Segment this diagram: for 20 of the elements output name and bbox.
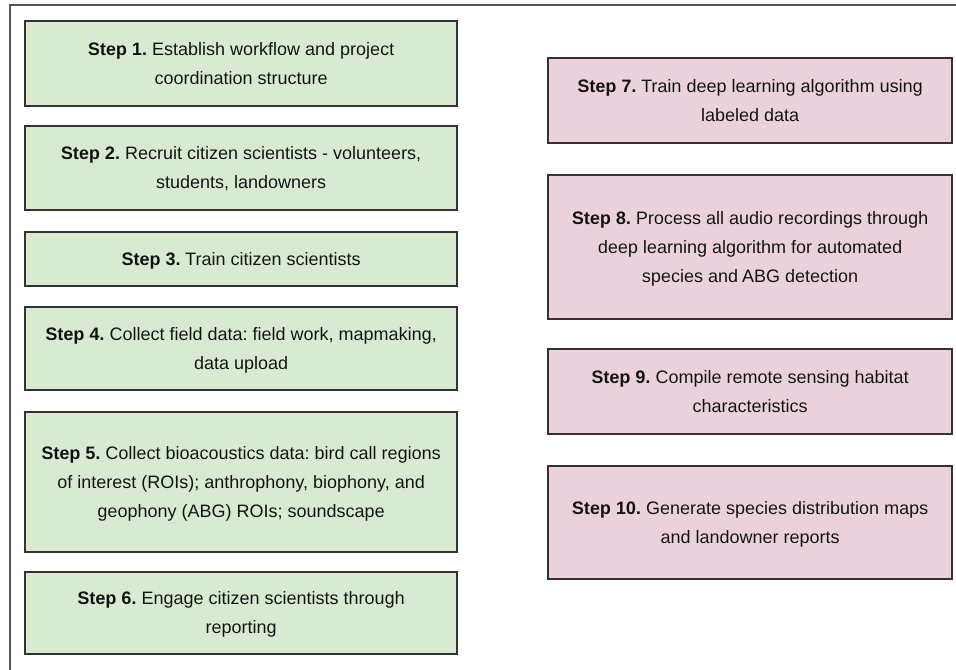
step-text: Step 1. Establish workflow and project coordination structure	[86, 38, 396, 90]
step-text: Step 5. Collect bioacoustics data: bird call regions of interest (ROIs); anthrophony, biophony, and geophony (ABG) ROIs; soundscape	[40, 442, 442, 523]
step-box	[547, 465, 953, 580]
step-text: Step 9. Compile remote sensing habitat characteristics	[590, 366, 910, 418]
step-box	[24, 306, 458, 391]
step-box	[24, 571, 458, 655]
step-box	[547, 57, 953, 144]
step-box	[24, 125, 458, 211]
step-text: Step 7. Train deep learning algorithm using labeled data	[576, 74, 924, 126]
step-text: Step 10. Generate species distribution maps and landowner reports	[570, 496, 930, 549]
step-text: Step 2. Recruit citizen scientists - volunteers, students, landowners	[60, 142, 422, 194]
step-text: Step 3. Train citizen scientists	[121, 248, 361, 271]
step-box	[547, 348, 953, 435]
step-text: Step 4. Collect field data: field work, mapmaking, data upload	[44, 322, 438, 375]
step-box	[547, 174, 953, 320]
step-box	[24, 20, 458, 107]
step-text: Step 8. Process all audio recordings through deep learning algorithm for automated species and ABG detection	[570, 206, 930, 288]
step-box	[24, 231, 458, 287]
step-text: Step 6. Engage citizen scientists through reporting	[76, 587, 406, 639]
step-box	[24, 411, 458, 553]
